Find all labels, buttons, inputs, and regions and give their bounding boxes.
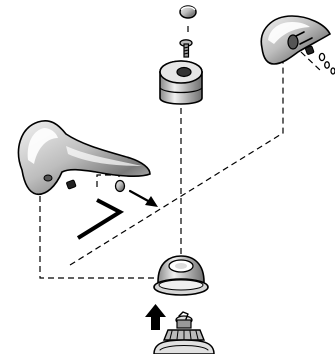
escutcheon-cap-icon bbox=[153, 255, 209, 296]
handle-left bbox=[17, 119, 151, 196]
assembly-guide-lines bbox=[39, 26, 321, 279]
plug-button-icon bbox=[114, 179, 126, 193]
arrow-up-install bbox=[145, 304, 166, 330]
handle-right bbox=[260, 15, 332, 65]
valve-stem-icon bbox=[153, 311, 215, 354]
index-button-icon bbox=[179, 5, 197, 19]
set-screw-left bbox=[66, 179, 77, 190]
handle-screw-icon bbox=[179, 39, 193, 58]
arrow-toward-handle bbox=[128, 189, 158, 207]
set-screw-right bbox=[305, 45, 315, 55]
hub-adapter-icon bbox=[159, 60, 203, 105]
small-parts-right bbox=[318, 52, 335, 75]
hex-wrench-icon bbox=[76, 198, 125, 240]
